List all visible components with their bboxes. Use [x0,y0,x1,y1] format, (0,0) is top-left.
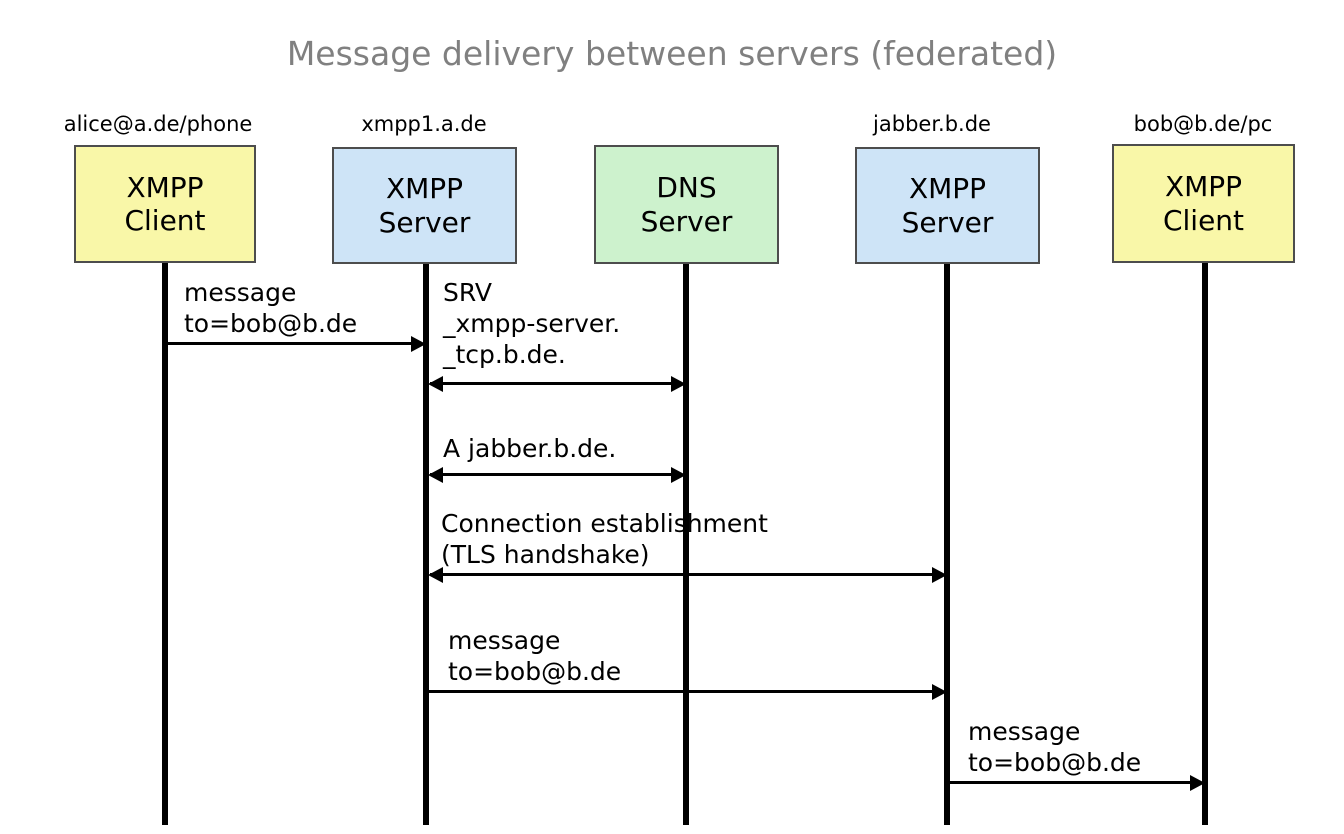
message-label-line1: message [968,717,1081,746]
participant-header-alice-client: alice@a.de/phone [63,112,253,136]
participant-header-bob-client: bob@b.de/pc [1133,112,1273,136]
lifeline-bob-client [1202,263,1208,825]
message-arrow-dns-a-query [430,473,682,476]
arrowhead-right-dns-a-query [671,467,686,483]
arrowhead-right-msg-alice-to-server [411,336,426,352]
arrowhead-right-tls-connection [932,567,947,583]
participant-box-line1: XMPP [385,172,464,206]
participant-box-dns-server[interactable]: DNS Server [594,145,779,264]
message-label-line1: SRV [443,278,492,307]
participant-box-line2: Server [640,204,733,238]
page-title: Message delivery between servers (federa… [286,34,1058,73]
message-label-line1: message [184,278,297,307]
message-label-line3: _tcp.b.de. [443,339,566,369]
lifeline-alice-client [162,263,168,825]
arrowhead-left-tls-connection [428,567,443,583]
message-label-line1: A jabber.b.de. [443,434,617,463]
participant-box-alice-client[interactable]: XMPP Client [74,145,256,263]
arrowhead-right-msg-server-to-server [932,684,947,700]
message-label-line2: to=bob@b.de [968,747,1142,777]
message-arrow-dns-srv-query [430,382,682,385]
message-arrow-msg-server-to-bob [947,781,1197,784]
participant-box-line1: XMPP [126,170,204,204]
message-label-line2: _xmpp-server. [443,308,621,338]
message-label-line1: Connection establishment [441,509,768,538]
participant-box-line2: Client [124,204,206,237]
message-label-msg-server-to-server: message to=bob@b.de [448,626,621,688]
arrowhead-left-dns-srv-query [428,376,443,392]
participant-header-jabber-b-de-server: jabber.b.de [873,112,991,136]
message-arrow-tls-connection [430,573,943,576]
participant-box-jabber-b-de-server[interactable]: XMPP Server [855,147,1040,264]
message-label-line2: (TLS handshake) [441,539,650,569]
participant-box-bob-client[interactable]: XMPP Client [1112,144,1295,263]
lifeline-jabber-b-de-server [944,264,950,825]
participant-box-line1: XMPP [1164,170,1243,204]
message-label-dns-a-query: A jabber.b.de. [443,434,616,465]
participant-box-line2: Server [378,205,471,239]
message-arrow-msg-server-to-server [426,690,939,693]
message-label-dns-srv-query: SRV _xmpp-server. _tcp.b.de. [443,278,620,370]
message-label-msg-server-to-bob: message to=bob@b.de [968,717,1141,779]
message-label-line1: message [448,626,561,655]
message-label-tls-connection: Connection establishment (TLS handshake) [441,509,768,571]
arrowhead-right-msg-server-to-bob [1190,775,1205,791]
participant-box-line1: XMPP [908,172,987,206]
participant-box-line2: Server [901,205,994,239]
message-label-line2: to=bob@b.de [184,308,358,338]
arrowhead-right-dns-srv-query [671,376,686,392]
lifeline-xmpp1-a-de-server [423,264,429,825]
message-label-msg-alice-to-server: message to=bob@b.de [184,278,357,340]
participant-header-xmpp1-a-de-server: xmpp1.a.de [361,112,487,136]
message-arrow-msg-alice-to-server [165,342,417,345]
participant-box-line1: DNS [656,171,717,205]
arrowhead-left-dns-a-query [428,467,443,483]
participant-box-xmpp1-a-de-server[interactable]: XMPP Server [332,147,517,264]
message-label-line2: to=bob@b.de [448,656,622,686]
participant-box-line2: Client [1162,203,1245,237]
lifeline-dns-server [683,264,689,825]
